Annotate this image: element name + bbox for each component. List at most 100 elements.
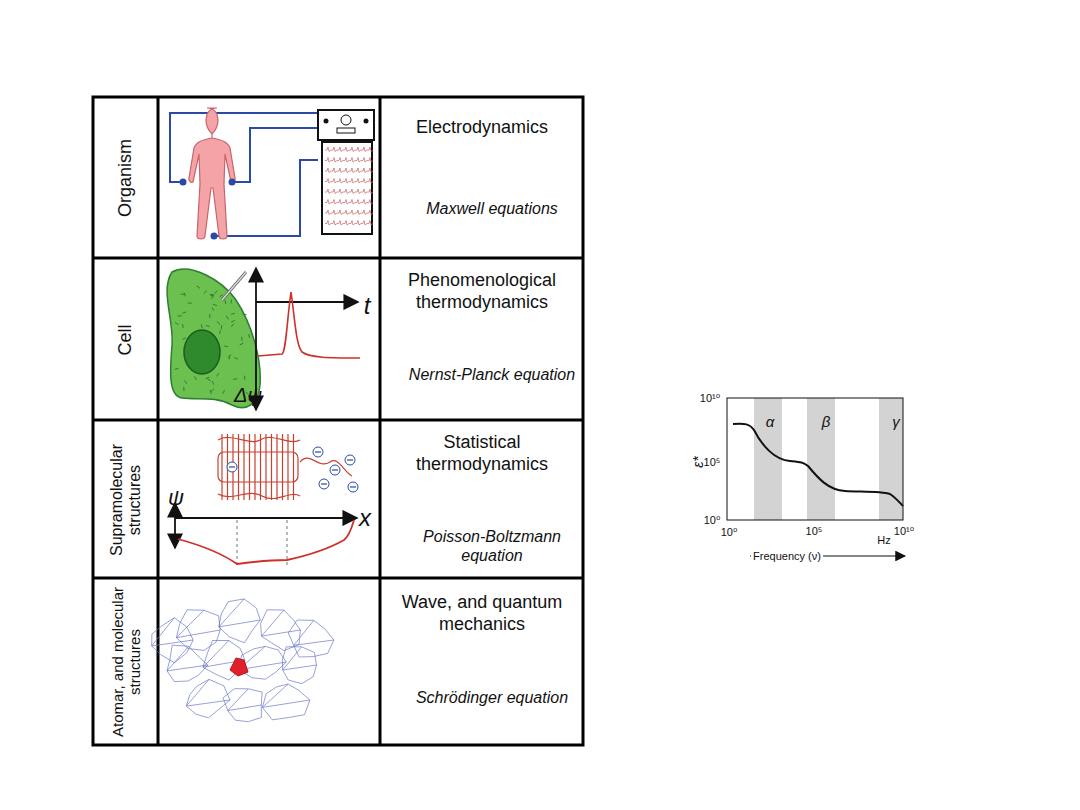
- molecule-illustration: [152, 599, 334, 722]
- protein-chain: [152, 618, 194, 646]
- organelle: [197, 286, 200, 288]
- organelle: [207, 379, 210, 381]
- organelle: [248, 334, 249, 338]
- organelle: [175, 323, 178, 325]
- protein-subunit: [167, 645, 208, 682]
- lipid: [221, 434, 222, 500]
- organelle: [183, 387, 184, 391]
- unit-label: Hz: [877, 535, 890, 546]
- lipid: [265, 434, 266, 500]
- lipid: [271, 434, 272, 500]
- axis-title: Frequency (ν): [751, 551, 823, 562]
- protein-chain: [219, 599, 261, 627]
- protein-subunit: [219, 599, 261, 643]
- theory-name: Electrodynamics: [387, 117, 577, 139]
- organelle: [206, 377, 210, 378]
- tick-label: 10⁰: [704, 515, 721, 526]
- protein-subunit: [288, 620, 334, 657]
- organelle: [211, 389, 214, 392]
- axis-label: Δψ: [234, 385, 262, 405]
- ecg-trace: [325, 179, 373, 184]
- level-name: Organism: [116, 106, 136, 251]
- theory-cell: Phenomenological thermodynamicsNernst-Pl…: [382, 260, 582, 419]
- protein-subunit: [152, 618, 194, 663]
- organelle: [214, 291, 217, 294]
- theory-cell: Statistical thermodynamicsPoisson-Boltzm…: [382, 422, 582, 577]
- organelle: [225, 300, 227, 304]
- theory-cell: ElectrodynamicsMaxwell equations: [382, 99, 582, 257]
- organelle: [224, 345, 228, 347]
- table-grid: [93, 97, 583, 745]
- organelle: [241, 337, 242, 341]
- protein-subunit: [239, 646, 287, 679]
- organelle: [240, 343, 244, 345]
- protein-subunit: [282, 647, 316, 684]
- lipid: [260, 434, 261, 500]
- organelle: [234, 357, 238, 359]
- theory-name: Wave, and quantum mechanics: [400, 592, 565, 635]
- organelle: [184, 293, 186, 297]
- organelle: [217, 373, 219, 376]
- row-label-cell: Cell: [95, 260, 157, 419]
- lipid: [238, 434, 239, 500]
- organelle: [212, 295, 213, 299]
- organelle: [185, 380, 187, 383]
- ecg-trace: [325, 189, 373, 194]
- organelle: [231, 313, 235, 314]
- ecg-illustration: [170, 108, 374, 240]
- theory-cell: Wave, and quantum mechanicsSchrödinger e…: [382, 580, 582, 744]
- tick-label: 10⁰: [721, 527, 738, 538]
- tick-label: 10⁵: [704, 457, 721, 468]
- ecg-trace: [325, 158, 373, 163]
- organelle: [204, 291, 207, 294]
- lipid: [243, 434, 244, 500]
- protein-subunit: [262, 684, 310, 720]
- lipid: [249, 434, 250, 500]
- cell-illustration: [167, 268, 360, 410]
- organelle: [233, 378, 237, 380]
- organelle: [231, 320, 235, 322]
- organelle: [229, 355, 230, 359]
- organelle: [221, 325, 222, 329]
- organelle: [220, 294, 223, 296]
- ecg-trace: [325, 200, 373, 205]
- organelle: [209, 314, 210, 318]
- organelle: [212, 307, 214, 311]
- lipid: [276, 434, 277, 500]
- lipid: [293, 434, 294, 500]
- protein-chain: [262, 610, 301, 636]
- membrane-edge: [218, 437, 300, 498]
- organelle: [182, 324, 183, 328]
- lipid: [287, 434, 288, 500]
- level-name: Cell: [116, 267, 136, 413]
- organelle: [219, 330, 221, 334]
- lipid: [254, 434, 255, 500]
- organelle: [212, 381, 214, 385]
- organelle: [195, 376, 197, 379]
- dielectric-chart: [727, 398, 905, 556]
- level-name: Supramolecular structures: [108, 429, 143, 571]
- organelle: [243, 314, 247, 316]
- axis-title: ε*: [691, 456, 705, 468]
- tick-label: 10¹⁰: [700, 393, 720, 404]
- axis-label: x: [359, 506, 371, 530]
- band-label: β: [822, 414, 831, 429]
- lipid: [282, 434, 283, 500]
- ecg-trace: [325, 210, 373, 215]
- protein-chain: [186, 679, 230, 706]
- organelle: [183, 312, 187, 313]
- row-label-cell: Supramolecular structures: [95, 422, 157, 577]
- ecg-trace: [325, 221, 373, 226]
- organelle: [188, 303, 192, 304]
- equation-name: Schrödinger equation: [404, 688, 580, 707]
- ecg-trace: [325, 147, 373, 152]
- membrane-illustration: [175, 434, 358, 565]
- protein-chain: [262, 684, 310, 707]
- organelle: [244, 376, 245, 380]
- membrane-outline: [218, 452, 298, 482]
- theory-name: Statistical thermodynamics: [387, 432, 577, 475]
- axis-label: ψ: [168, 487, 184, 509]
- organelle: [201, 324, 203, 328]
- organelle: [206, 325, 210, 327]
